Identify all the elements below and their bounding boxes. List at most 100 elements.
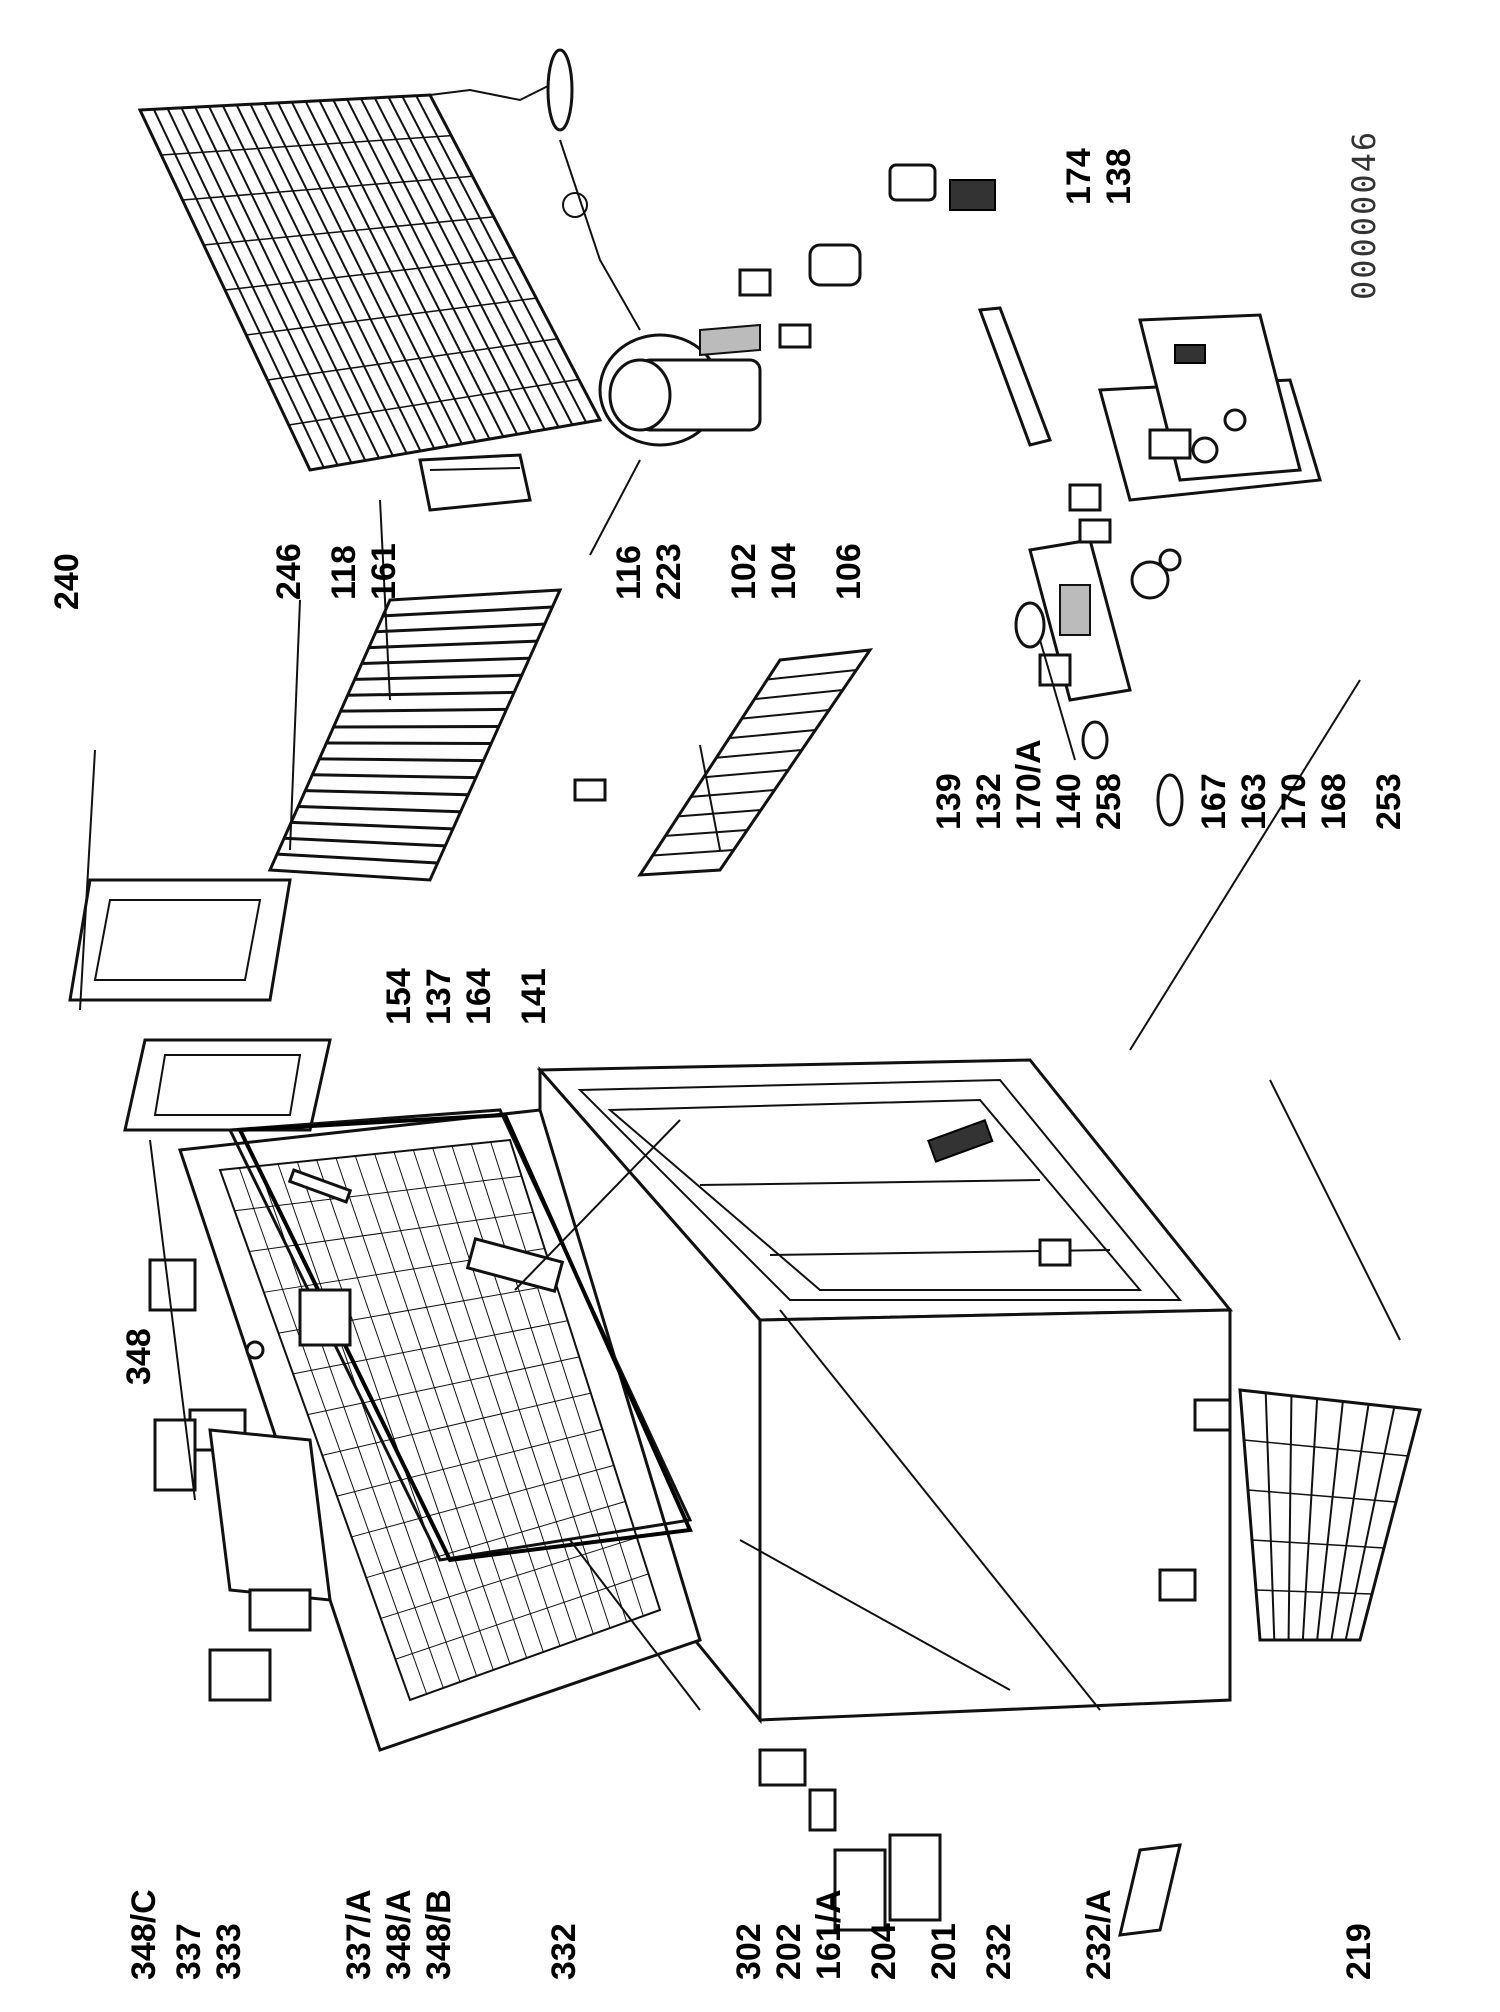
line-stroke — [366, 1501, 626, 1579]
label-170: 170 — [1275, 773, 1313, 830]
label-201: 201 — [925, 1923, 963, 1980]
line-stroke — [1301, 1398, 1319, 1641]
label-106: 106 — [830, 543, 868, 600]
line-stroke — [312, 773, 476, 780]
line-stroke — [1251, 1539, 1385, 1549]
label-141: 141 — [515, 968, 553, 1025]
label-132: 132 — [970, 773, 1008, 830]
bracket-part — [418, 453, 532, 512]
line-stroke — [1255, 1589, 1373, 1595]
divider-baskets — [68, 878, 332, 1132]
label-332: 332 — [545, 1923, 583, 1980]
basket-tray — [267, 588, 563, 882]
lock-parts — [148, 1258, 352, 1702]
label-337-a: 337/A — [340, 1889, 378, 1980]
control-panel — [1098, 313, 1322, 502]
line-stroke — [368, 639, 538, 650]
line-stroke — [678, 809, 761, 818]
line-stroke — [305, 789, 469, 797]
line-stroke — [246, 297, 537, 336]
line-stroke — [393, 1151, 561, 1647]
label-137: 137 — [420, 968, 458, 1025]
line-stroke — [380, 1537, 638, 1619]
line-stroke — [161, 134, 452, 156]
hinge-141 — [465, 1237, 565, 1293]
line-stroke — [374, 1153, 544, 1653]
label-232-a: 232/A — [1080, 1889, 1118, 1980]
label-118: 118 — [325, 545, 363, 600]
label-161: 161 — [365, 543, 403, 600]
compressor-accessories — [738, 163, 996, 349]
label-232: 232 — [980, 1923, 1018, 1980]
label-102: 102 — [725, 543, 763, 600]
line-stroke — [1287, 1395, 1293, 1641]
line-stroke — [1247, 1489, 1397, 1503]
line-stroke — [716, 749, 802, 759]
label-140: 140 — [1050, 773, 1088, 830]
line-stroke — [354, 1155, 528, 1659]
label-161-a: 161/A — [810, 1889, 848, 1980]
label-348-a: 348/A — [380, 1889, 418, 1980]
label-246: 246 — [270, 543, 308, 600]
line-stroke — [234, 1175, 522, 1212]
lid-frame — [236, 1112, 693, 1563]
compressor — [559, 139, 762, 447]
line-stroke — [1243, 1439, 1409, 1457]
line-stroke — [284, 836, 446, 848]
line-stroke — [690, 789, 775, 798]
line-stroke — [1264, 1392, 1276, 1641]
label-337: 337 — [170, 1923, 208, 1980]
label-348: 348 — [120, 1328, 158, 1385]
line-stroke — [296, 1161, 478, 1677]
line-stroke — [432, 1147, 594, 1635]
line-stroke — [354, 673, 522, 681]
line-stroke — [728, 729, 816, 740]
label-240: 240 — [48, 553, 86, 610]
line-stroke — [1359, 1409, 1421, 1641]
label-204: 204 — [865, 1923, 903, 1980]
label-138: 138 — [1100, 148, 1138, 205]
thermostat-knobs — [1014, 601, 1184, 827]
line-stroke — [307, 1356, 580, 1416]
line-stroke — [382, 605, 553, 618]
wire-basket — [1238, 1388, 1422, 1642]
label-168: 168 — [1315, 773, 1353, 830]
label-164: 164 — [460, 968, 498, 1025]
label-167: 167 — [1195, 773, 1233, 830]
label-302: 302 — [730, 1923, 768, 1980]
clip-part — [573, 778, 607, 802]
document-number: 00000046 — [1345, 130, 1383, 300]
line-stroke — [298, 804, 461, 814]
line-stroke — [1239, 1389, 1421, 1411]
thermostat-board — [1028, 538, 1182, 702]
evaporator-grille — [637, 648, 874, 877]
label-170-a: 170/A — [1010, 739, 1048, 830]
line-stroke — [309, 419, 601, 471]
label-253: 253 — [1370, 773, 1408, 830]
label-154: 154 — [380, 968, 418, 1025]
line-stroke — [754, 689, 843, 701]
line-stroke — [224, 256, 516, 291]
line-stroke — [267, 338, 558, 381]
handle-154 — [287, 1168, 353, 1204]
line-stroke — [238, 1167, 428, 1695]
line-stroke — [336, 1428, 603, 1497]
freezer-cabinet — [536, 1058, 1234, 1725]
part-labels: 240 246 118 161 116 223 102 104 106 174 … — [48, 130, 1408, 1980]
line-stroke — [182, 175, 473, 201]
line-stroke — [361, 656, 530, 666]
label-139: 139 — [930, 773, 968, 830]
hinge-parts — [758, 1568, 1197, 1937]
line-stroke — [288, 378, 579, 426]
line-stroke — [139, 94, 431, 111]
condenser-grille — [137, 48, 603, 472]
line-stroke — [333, 724, 499, 729]
label-174: 174 — [1060, 148, 1098, 205]
label-116: 116 — [610, 545, 648, 600]
hinge-bracket — [1193, 1398, 1232, 1432]
line-stroke — [703, 769, 789, 779]
line-stroke — [665, 829, 748, 837]
label-348-b: 348/B — [420, 1889, 458, 1980]
line-stroke — [347, 690, 515, 697]
